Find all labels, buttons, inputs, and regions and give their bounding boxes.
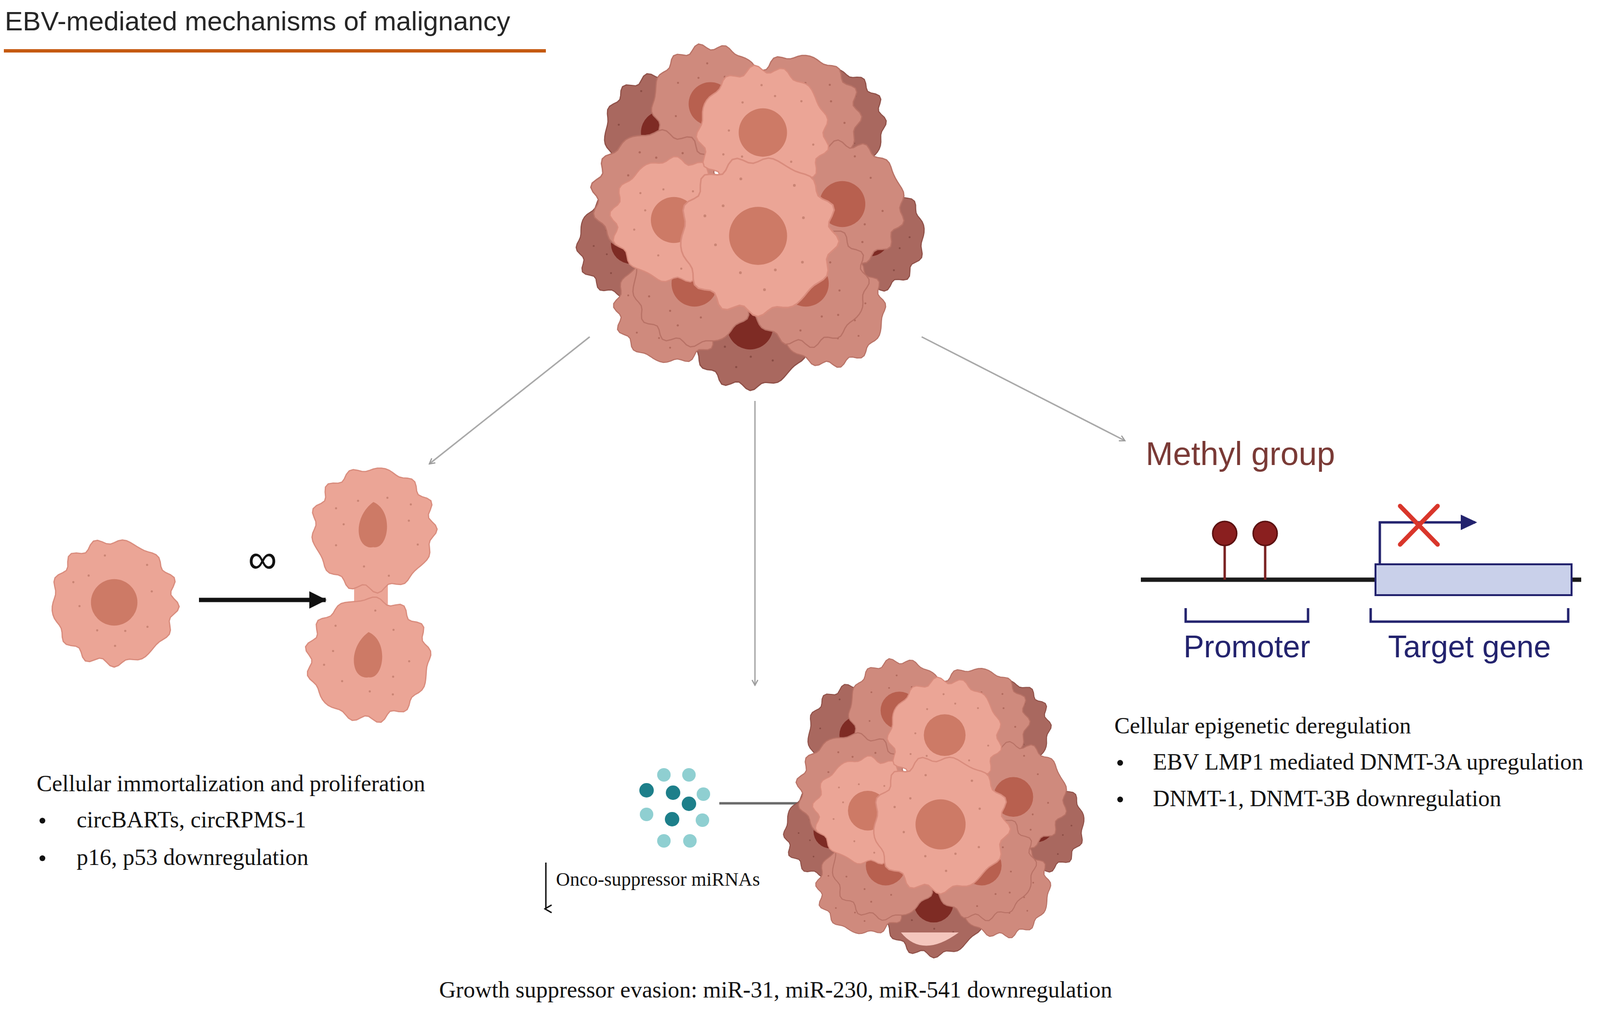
bullet-text: circBARTs, circRPMS-1 bbox=[76, 806, 306, 833]
diagram-label: Methyl group bbox=[1145, 434, 1336, 473]
bullet-text: p16, p53 downregulation bbox=[76, 843, 309, 871]
proliferation-arrow bbox=[198, 597, 326, 603]
cell bbox=[305, 596, 431, 722]
section-heading: Cellular epigenetic deregulation bbox=[1114, 712, 1412, 739]
cell-fragment bbox=[900, 932, 959, 946]
section-heading: Growth suppressor evasion: miR-31, miR-2… bbox=[438, 976, 1112, 1003]
diagram-label: Promoter bbox=[1183, 629, 1310, 665]
arrow-note: Onco-suppressor miRNAs bbox=[555, 868, 760, 891]
title-underline bbox=[3, 49, 546, 53]
cell bbox=[52, 540, 180, 668]
down-arrow bbox=[545, 862, 547, 909]
cell-illustrations bbox=[52, 43, 1085, 958]
bullet-text: DNMT-1, DNMT-3B downregulation bbox=[1152, 784, 1502, 812]
pathway-arrow bbox=[921, 336, 1125, 441]
cell bbox=[680, 158, 840, 317]
infinity-symbol: ∞ bbox=[248, 535, 278, 583]
diagram-title: EBV-mediated mechanisms of malignancy bbox=[4, 5, 511, 37]
section-heading: Cellular immortalization and proliferati… bbox=[36, 769, 425, 797]
diagram-label: Target gene bbox=[1388, 629, 1551, 665]
cell bbox=[873, 756, 1011, 894]
methylation-diagram bbox=[1140, 505, 1582, 622]
mirna-dots bbox=[639, 767, 711, 848]
bullet-text: EBV LMP1 mediated DNMT-3A upregulation bbox=[1152, 748, 1584, 775]
pathway-arrow bbox=[429, 336, 590, 464]
cell bbox=[312, 467, 438, 593]
pathway-arrow bbox=[754, 400, 756, 685]
